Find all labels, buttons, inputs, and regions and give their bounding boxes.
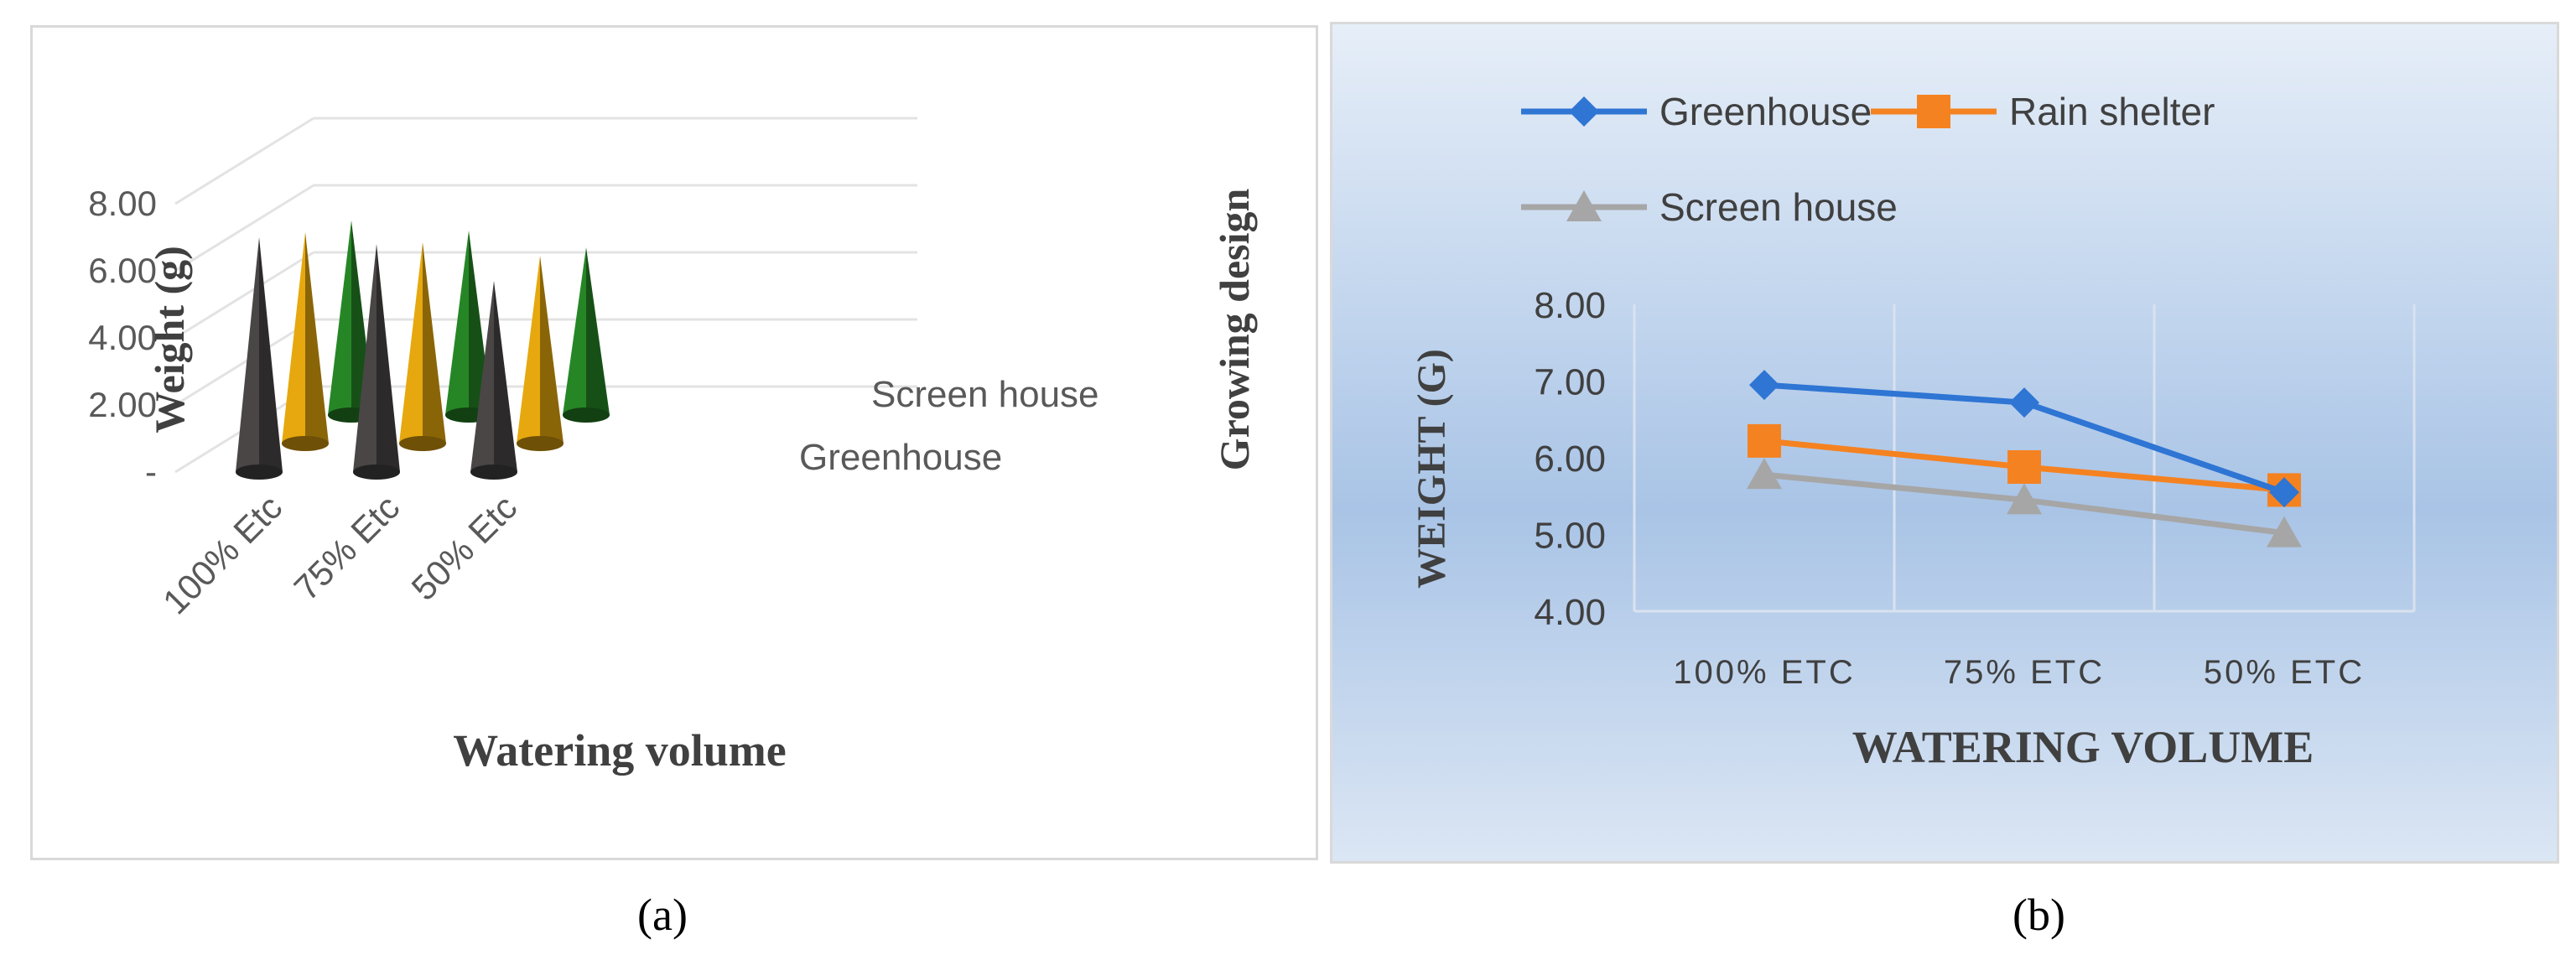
- gridline-side: [174, 117, 314, 205]
- cone-face-left: [445, 231, 469, 415]
- cone-base: [282, 436, 329, 451]
- y-tick-label: 8.00: [1534, 285, 1606, 326]
- cone-face-right: [305, 232, 329, 444]
- cone-face-right: [259, 237, 283, 472]
- cone-mark: [282, 232, 329, 451]
- line-chart-y-ticks: 4.00 5.00 6.00 7.00 8.00: [1534, 285, 1606, 633]
- y-tick-label: 4.00: [1534, 592, 1606, 633]
- x-tick-label: 100% Etc: [155, 487, 289, 621]
- depth-tick-label: Screen house: [871, 374, 1099, 415]
- cone-face-left: [328, 221, 351, 415]
- cone-face-left: [563, 247, 586, 415]
- data-point-diamond: [2269, 477, 2299, 508]
- y-tick-label: 8.00: [88, 184, 157, 223]
- data-point-triangle: [2267, 516, 2302, 548]
- cone-base: [353, 465, 400, 480]
- cone-face-left: [517, 256, 540, 444]
- cone-mark: [470, 281, 517, 480]
- cone-base: [236, 465, 283, 480]
- cone-mark: [517, 256, 564, 451]
- cone-mark: [353, 244, 400, 480]
- cone-mark: [399, 242, 446, 451]
- gridline-side: [174, 318, 314, 407]
- y-tick-label: -: [145, 452, 157, 491]
- gridline-side: [174, 251, 314, 340]
- data-point-diamond: [2009, 387, 2039, 418]
- y-tick-label: 6.00: [88, 251, 157, 290]
- data-point-diamond: [1749, 370, 1779, 401]
- data-point-triangle: [2007, 483, 2042, 515]
- y-tick-label: 5.00: [1534, 516, 1606, 557]
- data-point-triangle: [1566, 190, 1602, 221]
- panel-label-b: (b): [2012, 890, 2065, 940]
- legend-label: Rain shelter: [2009, 90, 2215, 133]
- y-tick-label: 4.00: [88, 318, 157, 357]
- cone-face-left: [282, 232, 305, 444]
- line-chart-gridlines: [1633, 304, 2416, 613]
- y-tick-label: 2.00: [88, 385, 157, 424]
- x-tick-label: 50% Etc: [404, 487, 525, 608]
- series-screen-house: [1747, 458, 2302, 548]
- line-chart-x-axis-label: WATERING VOLUME: [1852, 722, 2314, 772]
- cone-face-left: [399, 242, 423, 444]
- cone-base: [470, 465, 517, 480]
- cone-mark: [563, 247, 610, 423]
- cone-face-left: [236, 237, 259, 472]
- cone-face-right: [540, 256, 564, 444]
- line-chart-y-axis-label: WEIGHT (G): [1410, 349, 1454, 589]
- y-tick-label: 7.00: [1534, 362, 1606, 403]
- cone-base: [399, 436, 446, 451]
- data-point-square: [1917, 95, 1950, 128]
- cone-chart-depth-ticks: Greenhouse Screen house: [799, 374, 1099, 478]
- cone-face-right: [586, 247, 610, 415]
- cone-face-right: [494, 281, 517, 472]
- line-chart-x-ticks: 100% ETC 75% ETC 50% ETC: [1673, 654, 2365, 691]
- cone-chart-y-axis-label: Weight (g): [146, 246, 193, 433]
- cone-chart-marks: [236, 221, 610, 480]
- x-tick-label: 50% ETC: [2204, 654, 2365, 691]
- cone-chart-depth-axis-label: Growing design: [1211, 188, 1258, 470]
- x-tick-label: 75% ETC: [1944, 654, 2105, 691]
- x-tick-label: 100% ETC: [1673, 654, 1855, 691]
- panel-label-a: (a): [637, 890, 688, 940]
- data-point-triangle: [1747, 458, 1782, 490]
- gridline-side: [174, 184, 314, 272]
- cone-mark: [236, 237, 283, 480]
- legend-entry: Rain shelter: [1871, 90, 2215, 133]
- legend-label: Screen house: [1659, 185, 1898, 229]
- data-point-diamond: [1569, 96, 1599, 127]
- cone-base: [563, 407, 610, 423]
- x-tick-label: 75% Etc: [287, 487, 408, 608]
- y-tick-label: 6.00: [1534, 439, 1606, 480]
- cone-face-right: [377, 244, 400, 472]
- data-point-square: [2007, 449, 2041, 484]
- cone-chart-x-axis-label: Watering volume: [453, 725, 786, 776]
- line-chart-series: [1747, 370, 2302, 548]
- legend-entry: Greenhouse: [1521, 90, 1872, 133]
- data-point-square: [1748, 423, 1781, 458]
- legend-entry: Screen house: [1521, 185, 1898, 229]
- series-greenhouse: [1749, 370, 2299, 508]
- cone-face-left: [470, 281, 494, 472]
- cone-face-right: [423, 242, 446, 444]
- cone-face-left: [353, 244, 377, 472]
- depth-tick-label: Greenhouse: [799, 437, 1002, 478]
- legend-label: Greenhouse: [1659, 90, 1872, 133]
- cone-chart-y-ticks: - 2.00 4.00 6.00 8.00: [88, 184, 157, 491]
- cone-base: [517, 436, 564, 451]
